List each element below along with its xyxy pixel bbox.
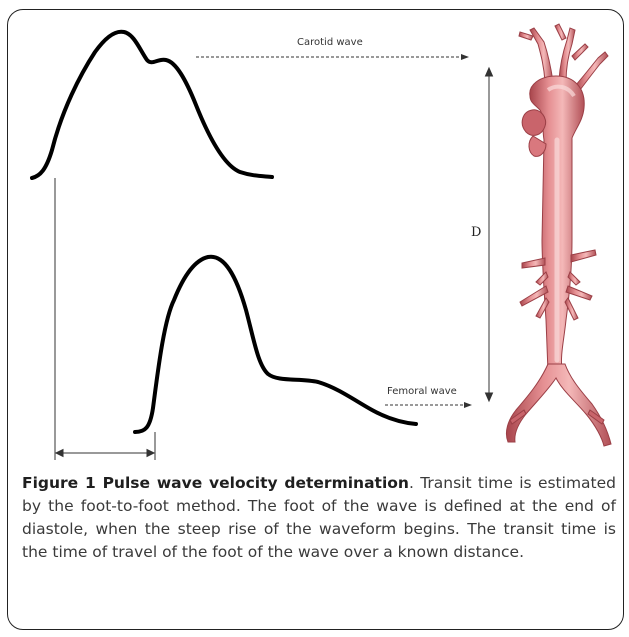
- transit-time-arrow: [56, 450, 154, 457]
- carotid-label: Carotid wave: [297, 37, 363, 48]
- diagram: Δt Carotid wave Femoral wave D: [0, 0, 629, 470]
- femoral-arrow: [385, 402, 472, 408]
- carotid-arrow: [196, 54, 469, 60]
- figure-caption: Figure 1 Pulse wave velocity determinati…: [22, 472, 616, 564]
- femoral-label: Femoral wave: [387, 386, 457, 397]
- femoral-waveform: [135, 257, 416, 432]
- aorta-illustration: [506, 24, 611, 446]
- distance-label: D: [471, 225, 481, 240]
- distance-arrow: [486, 68, 493, 401]
- caption-title: Figure 1 Pulse wave velocity determinati…: [22, 474, 409, 492]
- carotid-waveform: [32, 32, 272, 178]
